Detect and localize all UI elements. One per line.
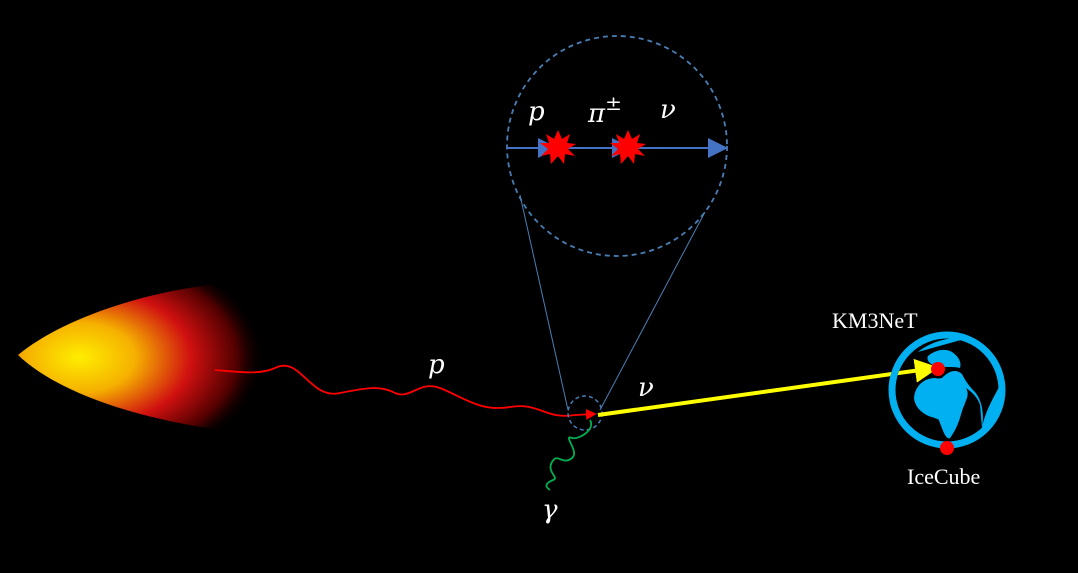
neutrino-label: ν — [638, 373, 654, 403]
zoom-connector-left — [519, 194, 569, 411]
inset-proton-label: p — [528, 97, 545, 127]
proton-track — [214, 364, 597, 420]
decay-star-icon — [610, 130, 646, 164]
inset-pion-label: π± — [587, 91, 622, 129]
gamma-label: γ — [542, 495, 558, 525]
icecube-detector-dot — [940, 441, 954, 455]
inset-pion-charge: ± — [605, 91, 622, 115]
neutrino-track — [597, 358, 939, 417]
km3net-detector-dot — [931, 362, 945, 376]
earth-globe-icon — [888, 331, 1006, 449]
inset-neutrino-label: ν — [660, 95, 676, 125]
gamma-track — [545, 419, 593, 491]
icecube-label: IceCube — [907, 464, 980, 489]
fireball-source-icon — [18, 280, 265, 435]
km3net-label: KM3NeT — [832, 308, 918, 333]
proton-label: p — [428, 350, 445, 380]
zoom-connector-right — [599, 211, 706, 411]
interaction-star-icon — [540, 130, 576, 164]
interaction-point-circle — [567, 395, 603, 431]
